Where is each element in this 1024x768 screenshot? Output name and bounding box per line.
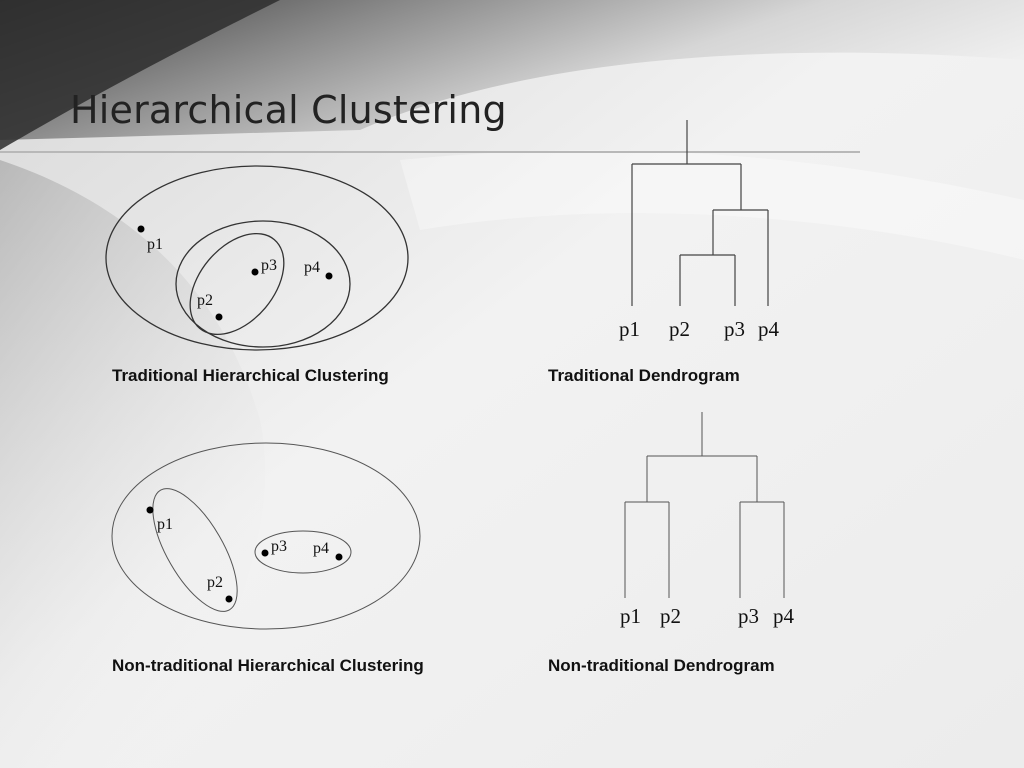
leaf-p2: p2 (669, 317, 690, 341)
label-p2: p2 (207, 574, 223, 591)
traditional-clustering-diagram: p1 p3 p4 p2 (105, 165, 409, 351)
label-p2: p2 (197, 292, 213, 309)
nontraditional-clustering-diagram: p1 p2 p3 p4 (111, 442, 421, 630)
nontraditional-dendrogram-caption: Non-traditional Dendrogram (548, 656, 775, 675)
outer-cluster-ellipse (111, 442, 421, 630)
point-p1 (137, 225, 145, 233)
traditional-clustering-caption: Traditional Hierarchical Clustering (112, 366, 389, 385)
point-p2 (225, 595, 233, 603)
point-p2 (215, 313, 223, 321)
leaf-p3: p3 (738, 604, 759, 628)
leaf-p4: p4 (758, 317, 780, 341)
point-p4 (335, 553, 343, 561)
middle-cluster-ellipse (175, 220, 351, 348)
label-p1: p1 (147, 236, 163, 253)
traditional-dendrogram: p1 p2 p3 p4 (619, 120, 780, 341)
leaf-p1: p1 (620, 604, 641, 628)
nontraditional-clustering-caption: Non-traditional Hierarchical Clustering (112, 656, 424, 675)
leaf-p3: p3 (724, 317, 745, 341)
point-p3 (261, 549, 269, 557)
label-p3: p3 (271, 538, 287, 555)
label-p3: p3 (261, 257, 277, 274)
page-title: Hierarchical Clustering (70, 88, 507, 132)
outer-cluster-ellipse (105, 165, 409, 351)
leaf-p1: p1 (619, 317, 640, 341)
right-cluster-ellipse (254, 530, 352, 574)
label-p1: p1 (157, 516, 173, 533)
label-p4: p4 (313, 540, 329, 557)
label-p4: p4 (304, 259, 320, 276)
point-p4 (325, 272, 333, 280)
point-p3 (251, 268, 259, 276)
nontraditional-dendrogram: p1 p2 p3 p4 (620, 412, 795, 628)
traditional-dendrogram-caption: Traditional Dendrogram (548, 366, 740, 385)
leaf-p4: p4 (773, 604, 795, 628)
leaf-p2: p2 (660, 604, 681, 628)
inner-cluster-ellipse (189, 232, 285, 336)
left-cluster-ellipse (152, 488, 238, 612)
title-divider (0, 151, 860, 153)
point-p1 (146, 506, 154, 514)
